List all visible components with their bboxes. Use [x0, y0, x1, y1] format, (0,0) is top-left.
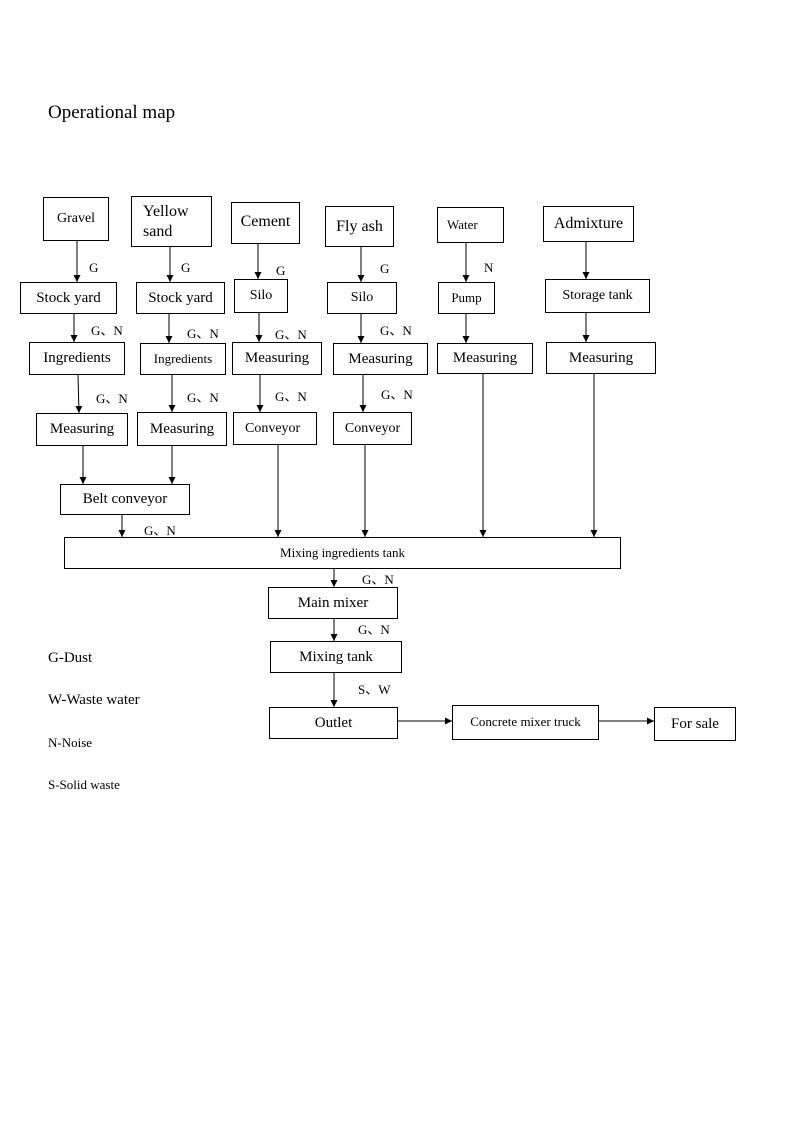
flyash-stage2-label: G、N [381, 387, 413, 402]
gravel-stage1-label: G、N [91, 323, 123, 338]
water-measuring-box: Measuring [437, 343, 533, 374]
water-pump-box: Pump [438, 282, 495, 314]
gravel-measuring-box: Measuring [36, 413, 128, 446]
yellow-sand-box: Yellow sand [131, 196, 212, 247]
page-title: Operational map [48, 102, 176, 123]
cement-silo-box: Silo [234, 279, 288, 313]
admixture-box: Admixture [543, 206, 634, 242]
mixing-ingredients-tank-box: Mixing ingredients tank [64, 537, 621, 569]
mixing-ingredients-tank-label: G、N [362, 572, 394, 587]
main-mixer-label: G、N [358, 622, 390, 637]
concrete-mixer-truck-box: Concrete mixer truck [452, 705, 599, 740]
belt-conveyor-label: G、N [144, 523, 176, 538]
cement-box: Cement [231, 202, 300, 244]
arrow-gravel-3 [75, 374, 83, 414]
flyash-emission-label: G [380, 261, 390, 276]
gravel-stage2-label: G、N [96, 391, 128, 406]
cement-stage2-label: G、N [275, 389, 307, 404]
sand-stock-yard-box: Stock yard [136, 282, 225, 314]
cement-stage1-label: G、N [275, 327, 307, 342]
legend-noise: N-Noise [48, 735, 93, 750]
water-box: Water [437, 207, 504, 243]
storage-tank-box: Storage tank [545, 279, 650, 313]
flyash-measuring-box: Measuring [333, 343, 428, 375]
fly-ash-box: Fly ash [325, 206, 394, 247]
sand-ingredients-box: Ingredients [140, 343, 226, 375]
cement-emission-label: G [276, 263, 286, 278]
sand-stage2-label: G、N [187, 390, 219, 405]
water-emission-label: N [484, 260, 494, 275]
gravel-box: Gravel [43, 197, 109, 241]
mixing-tank-label: S、W [358, 682, 391, 697]
flyash-conveyor-box: Conveyor [333, 412, 412, 445]
legend-dust: G-Dust [48, 650, 93, 666]
gravel-ingredients-box: Ingredients [29, 342, 125, 375]
mixing-tank-box: Mixing tank [270, 641, 402, 673]
legend-waste-water: W-Waste water [48, 692, 140, 708]
belt-conveyor-box: Belt conveyor [60, 484, 190, 515]
for-sale-box: For sale [654, 707, 736, 741]
cement-measuring-box: Measuring [232, 342, 322, 375]
gravel-stock-yard-box: Stock yard [20, 282, 117, 314]
flyash-stage1-label: G、N [380, 323, 412, 338]
gravel-emission-label: G [89, 260, 99, 275]
legend-solid-waste: S-Solid waste [48, 777, 120, 792]
main-mixer-box: Main mixer [268, 587, 398, 619]
flyash-silo-box: Silo [327, 282, 397, 314]
sand-emission-label: G [181, 260, 191, 275]
cement-conveyor-box: Conveyor [233, 412, 317, 445]
outlet-box: Outlet [269, 707, 398, 739]
admixture-measuring-box: Measuring [546, 342, 656, 374]
sand-stage1-label: G、N [187, 326, 219, 341]
sand-measuring-box: Measuring [137, 412, 227, 446]
